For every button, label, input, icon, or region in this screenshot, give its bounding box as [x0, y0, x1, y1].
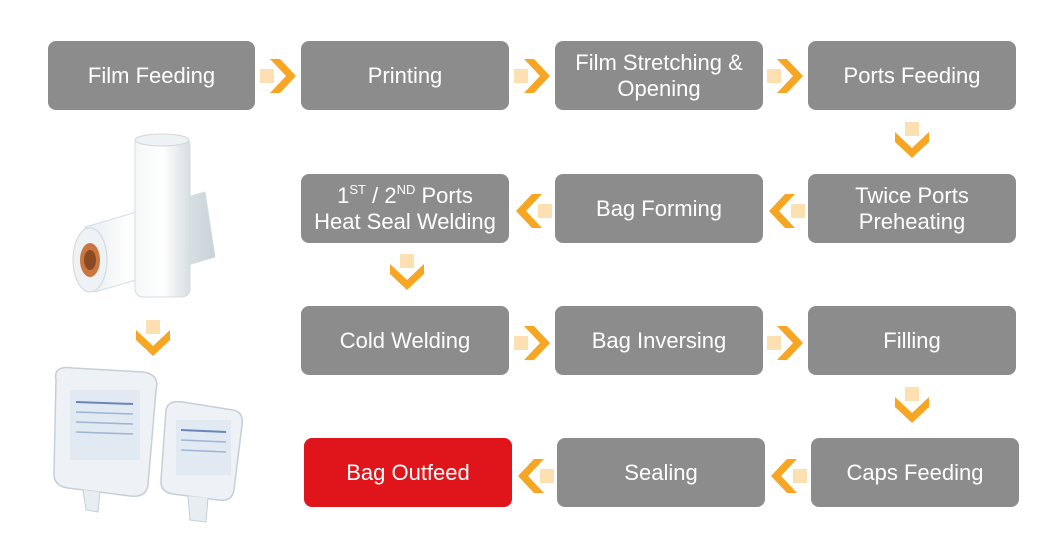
arrow-right-icon: [514, 326, 550, 360]
step-heat-seal-welding: 1ST / 2ND Ports Heat Seal Welding: [301, 174, 509, 243]
step-label: Ports Feeding: [843, 62, 981, 88]
arrow-left-icon: [771, 459, 807, 493]
step-filling: Filling: [808, 306, 1016, 375]
step-label: Film Feeding: [87, 62, 216, 88]
step-label: Printing: [367, 62, 443, 88]
arrow-down-icon: [136, 320, 170, 356]
arrow-down-icon: [895, 387, 929, 423]
step-label: Bag Outfeed: [346, 459, 470, 485]
step-label: Twice Ports Preheating: [855, 182, 969, 234]
step-label: Bag Inversing: [591, 327, 727, 353]
step-bag-forming: Bag Forming: [555, 174, 763, 243]
arrow-down-icon: [895, 122, 929, 158]
arrow-right-icon: [767, 326, 803, 360]
arrow-right-icon: [514, 59, 550, 93]
step-caps-feeding: Caps Feeding: [811, 438, 1019, 507]
iv-bags-image: [53, 366, 244, 523]
step-twice-ports-preheating: Twice Ports Preheating: [808, 174, 1016, 243]
arrow-right-icon: [260, 59, 296, 93]
step-ports-feeding: Ports Feeding: [808, 41, 1016, 110]
step-cold-welding: Cold Welding: [301, 306, 509, 375]
step-label: Sealing: [624, 459, 698, 485]
arrow-right-icon: [767, 59, 803, 93]
step-label: Caps Feeding: [846, 459, 984, 485]
arrow-left-icon: [516, 194, 552, 228]
step-bag-inversing: Bag Inversing: [555, 306, 763, 375]
step-label: Film Stretching & Opening: [575, 49, 743, 101]
step-film-feeding: Film Feeding: [48, 41, 255, 110]
arrow-left-icon: [769, 194, 805, 228]
film-roll-image: [72, 133, 216, 298]
step-bag-outfeed: Bag Outfeed: [304, 438, 512, 507]
step-label: Cold Welding: [339, 327, 471, 353]
step-printing: Printing: [301, 41, 509, 110]
step-sealing: Sealing: [557, 438, 765, 507]
step-label: Filling: [883, 327, 941, 353]
step-film-stretching-opening: Film Stretching & Opening: [555, 41, 763, 110]
arrow-down-icon: [390, 254, 424, 290]
arrow-left-icon: [518, 459, 554, 493]
step-label: Bag Forming: [596, 195, 722, 221]
step-label: 1ST / 2ND Ports Heat Seal Welding: [314, 181, 496, 234]
